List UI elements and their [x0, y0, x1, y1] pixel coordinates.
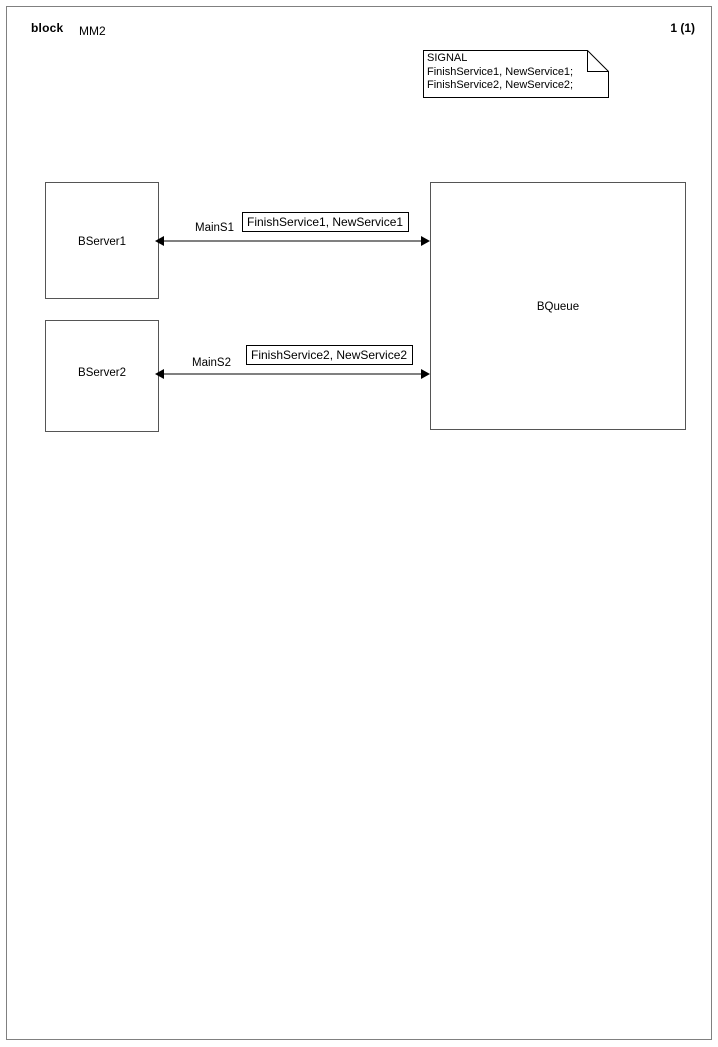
arrow-right-icon: [421, 236, 430, 246]
block-label: BServer1: [78, 236, 126, 248]
block-label: BServer2: [78, 367, 126, 379]
arrow-left-icon: [155, 369, 164, 379]
signal-declaration-note[interactable]: SIGNAL FinishService1, NewService1; Fini…: [423, 50, 609, 98]
signal-list-mains2[interactable]: FinishService2, NewService2: [246, 345, 413, 365]
note-body: [423, 50, 609, 98]
arrow-right-icon: [421, 369, 430, 379]
block-bserver1[interactable]: BServer1: [45, 182, 159, 299]
signal-list-mains1[interactable]: FinishService1, NewService1: [242, 212, 409, 232]
block-bserver2[interactable]: BServer2: [45, 320, 159, 432]
diagram-title: MM2: [79, 24, 106, 38]
block-label: BQueue: [536, 301, 580, 313]
channel-name-mains1: MainS1: [195, 222, 234, 234]
diagram-kind-label: block: [31, 21, 64, 35]
diagram-page-frame: block MM2 1 (1) SIGNAL FinishService1, N…: [6, 6, 712, 1040]
channel-name-mains2: MainS2: [192, 357, 231, 369]
arrow-left-icon: [155, 236, 164, 246]
page-number: 1 (1): [670, 21, 695, 35]
channel-line-mains1[interactable]: [162, 240, 426, 242]
note-text: SIGNAL FinishService1, NewService1; Fini…: [427, 52, 574, 91]
note-fold-corner-icon: [587, 50, 609, 72]
channel-line-mains2[interactable]: [162, 373, 426, 375]
block-bqueue[interactable]: BQueue: [430, 182, 686, 430]
